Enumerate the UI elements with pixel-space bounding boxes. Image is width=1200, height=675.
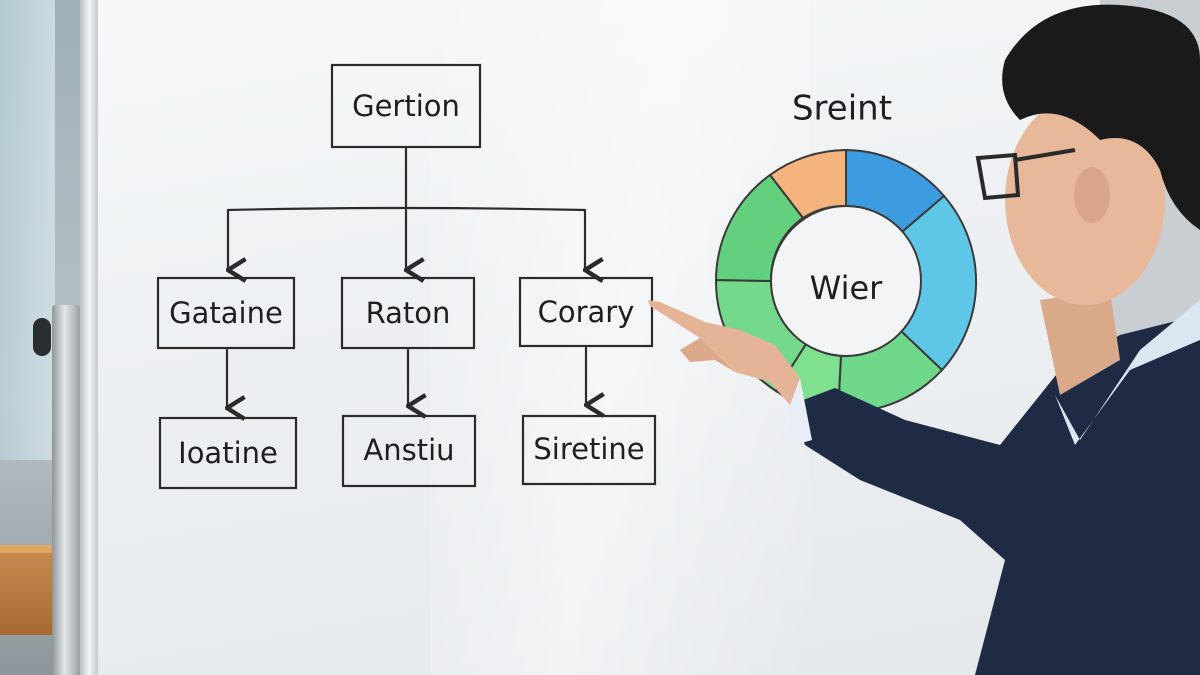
ring-title: Sreint [792,89,892,129]
presenter [648,4,1200,675]
window-light [0,0,55,460]
level1-box-3 [518,276,654,348]
level1-box-1 [156,276,296,350]
ring-center-label: Wier [810,269,884,307]
stand-knob [33,318,51,356]
branch-bar [226,206,587,212]
level2-box-1 [158,416,298,490]
whiteboard-frame [80,0,98,675]
root-label: Gertion [352,89,460,123]
presenter-shirt-collar [1055,300,1200,445]
level2-label-3: Siretine [533,432,644,466]
presenter-neck [1040,290,1120,395]
level2-box-2 [341,414,477,488]
ring-center-disc [770,205,922,357]
desk-edge [0,545,58,553]
level1-label-3: Corary [538,295,635,329]
glasses-icon [975,148,1076,201]
level2-label-2: Anstiu [363,433,454,467]
presenter-jacket [790,315,1200,675]
presenter-knuckles [680,338,735,372]
presenter-hair [1002,4,1200,230]
ring-chart [714,148,978,414]
whiteboard-stand [52,305,80,675]
level2-label-1: Ioatine [178,436,278,470]
desk [0,545,58,635]
presenter-hand [648,300,800,405]
level1-box-2 [340,276,476,350]
presenter-ear [1074,167,1110,223]
level1-label-1: Gataine [169,296,283,330]
level1-label-2: Raton [366,296,451,330]
level2-box-3 [521,414,657,486]
